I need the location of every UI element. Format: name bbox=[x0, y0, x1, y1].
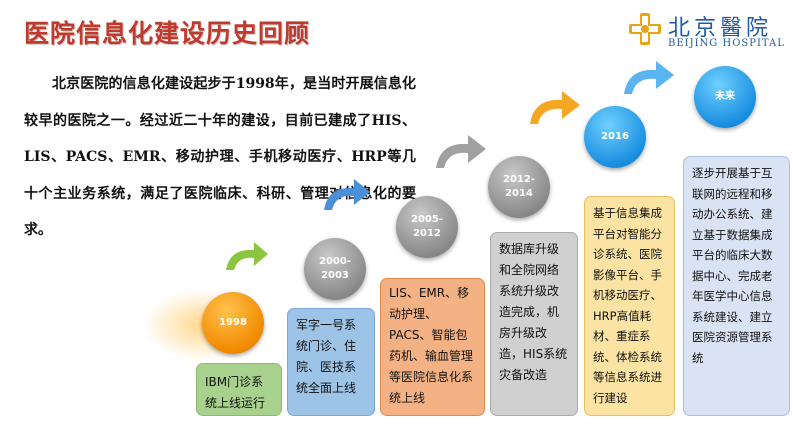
curved-arrow-icon bbox=[624, 61, 674, 94]
year-circle-2000-2003: 2000- 2003 bbox=[304, 238, 366, 300]
curved-arrow-icon bbox=[530, 91, 580, 124]
intro-text: 北京医院的信息化建设起步于1998年，是当时开展信息化较早的医院之一。经过近二十… bbox=[24, 76, 416, 238]
year-circle-2012-2014: 2012- 2014 bbox=[488, 156, 550, 218]
year-circle-2016: 2016 bbox=[584, 106, 646, 168]
milestone-box-future: 逐步开展基于互联网的远程和移动办公系统、建立基于数据集成平台的临床大数据中心、完… bbox=[683, 156, 790, 416]
year-circle-future: 未来 bbox=[694, 66, 756, 128]
curved-arrow-icon bbox=[436, 135, 486, 168]
milestone-box-1998: IBM门诊系统上线运行 bbox=[196, 363, 282, 416]
logo-name-cn: 北京醫院 bbox=[668, 16, 773, 41]
milestone-box-2000-2003: 军字一号系统门诊、住院、医技系统全面上线 bbox=[287, 308, 375, 416]
year-circle-1998: 1998 bbox=[202, 292, 264, 354]
curved-arrow-icon bbox=[226, 242, 268, 270]
logo-name-en: BEIJING HOSPITAL bbox=[668, 38, 785, 49]
milestone-box-2016: 基于信息集成平台对智能分诊系统、医院影像平台、手机移动医疗、HRP高值耗材、重症… bbox=[584, 196, 675, 416]
hospital-emblem-icon bbox=[629, 13, 661, 45]
page-title: 医院信息化建设历史回顾 bbox=[24, 19, 311, 48]
milestone-box-2012-2014: 数据库升级和全院网络系统升级改造完成，机房升级改造，HIS系统灾备改造 bbox=[490, 232, 578, 416]
year-circle-2005-2012: 2005- 2012 bbox=[396, 196, 458, 258]
hospital-logo: 北京醫院 BEIJING HOSPITAL bbox=[628, 8, 788, 54]
intro-paragraph: 北京医院的信息化建设起步于1998年，是当时开展信息化较早的医院之一。经过近二十… bbox=[24, 66, 416, 249]
curved-arrow-icon bbox=[324, 179, 370, 210]
milestone-box-2005-2012: LIS、EMR、移动护理、PACS、智能包药机、输血管理等医院信息化系统上线 bbox=[380, 278, 485, 416]
